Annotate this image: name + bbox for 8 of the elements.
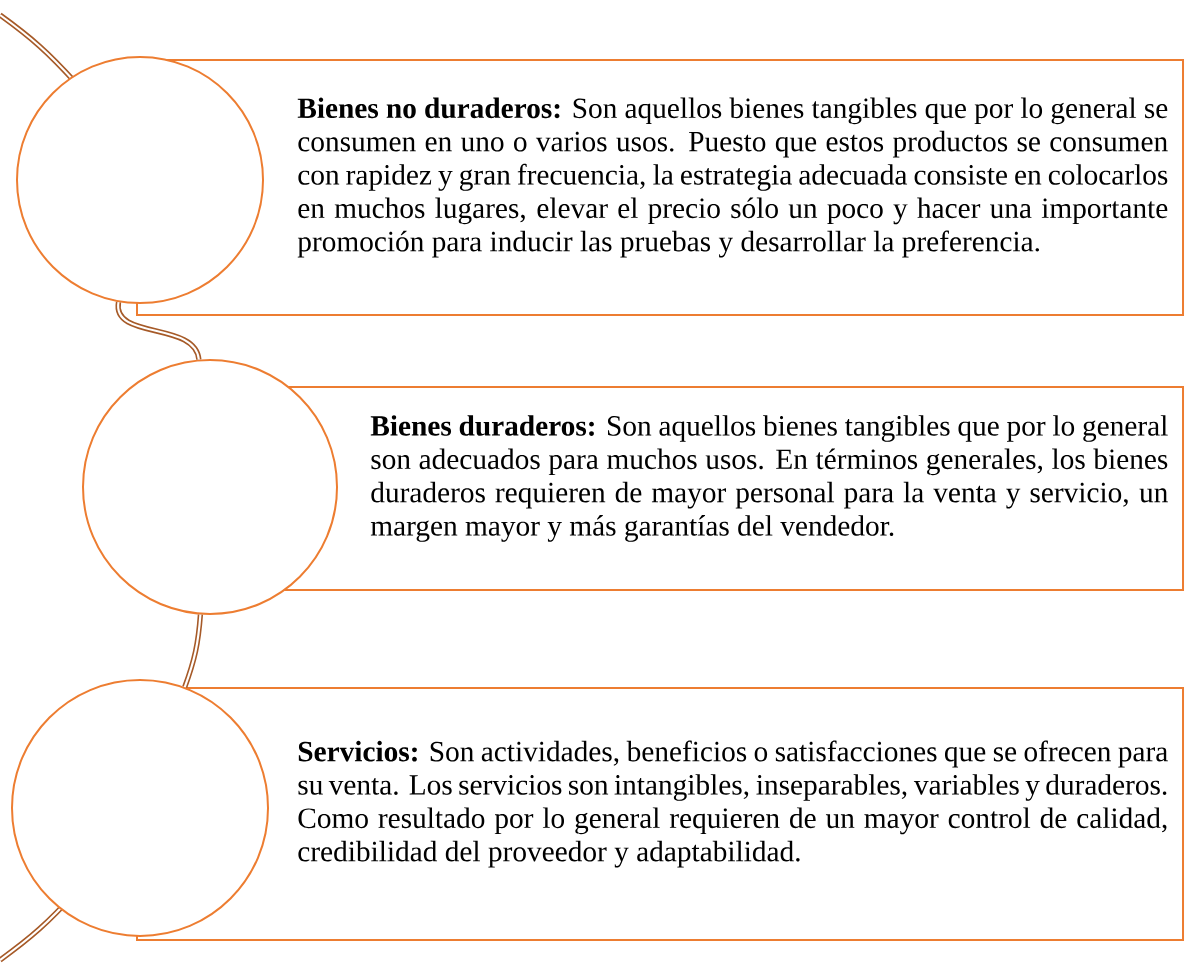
arc-line: [115, 302, 202, 361]
arc-line: [182, 614, 204, 688]
text-box: Bienes duraderos: Son aquellos bienes tangibles que por lo general son adecuados para muchos usos. En términos generales, los bienes duraderos requieren de mayor personal para la venta y servicio, un margen mayor y más garantías del vendedor.: [283, 386, 1184, 591]
circle: [82, 359, 338, 615]
circle: [11, 679, 269, 937]
circle: [16, 56, 264, 304]
text-box: Bienes no duraderos: Son aquellos bienes tangibles que por lo general se consumen en uno o varios usos. Puesto que estos productos se consumen con rapidez y gran frecuencia, la estrategia adecuada consiste en colocarlos en muchos lugares, elevar el precio sólo un poco y hacer una importante promoción para inducir las pruebas y desarrollar la preferencia.: [136, 59, 1184, 316]
text-box: Servicios: Son actividades, beneficios o satisfacciones que se ofrecen para su venta. Los servicios son intangibles, inseparables, variables y duraderos. Como resultado por lo general requieren de un mayor control de calidad, credibilidad del proveedor y adaptabilidad.: [136, 687, 1184, 941]
